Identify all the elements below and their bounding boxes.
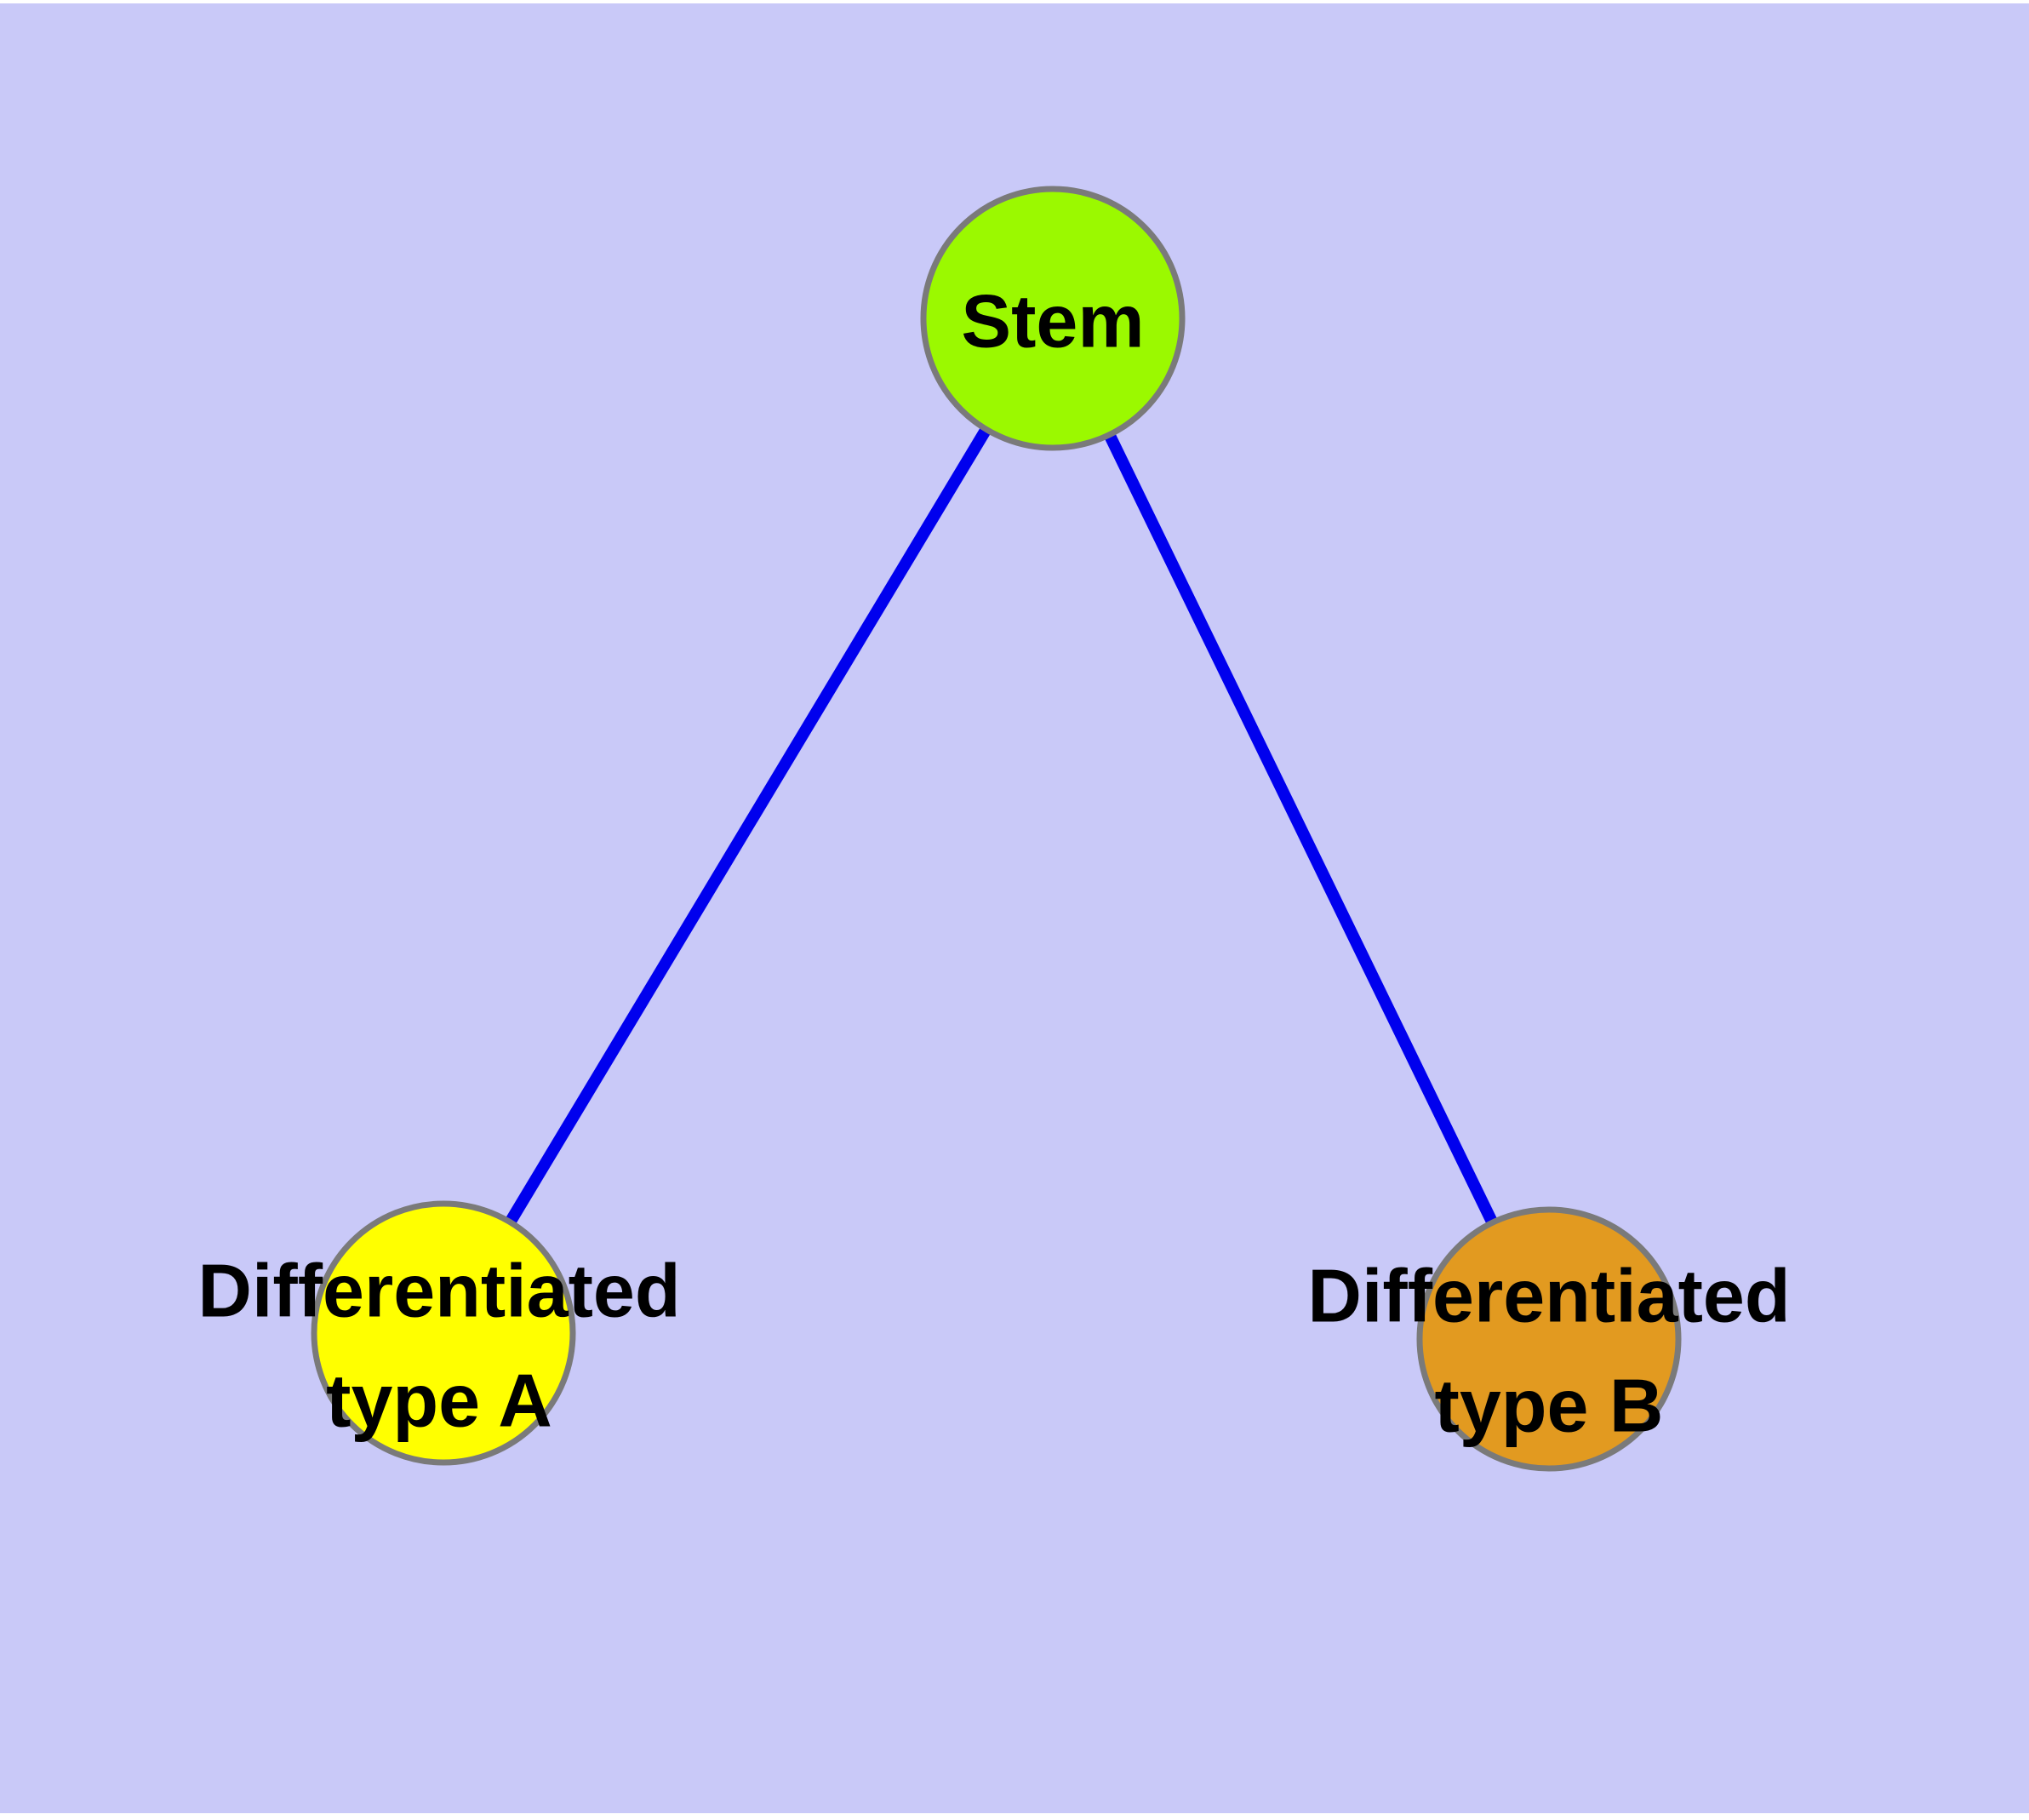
node-stem-circle xyxy=(920,186,1186,451)
edge-stem-to-type-b xyxy=(1047,315,1555,1342)
edge-stem-to-type-a xyxy=(437,315,1059,1336)
node-stem-label: Stem xyxy=(961,278,1145,363)
node-type-a-circle xyxy=(311,1200,576,1466)
node-type-a-label: Differentiated type A xyxy=(197,1248,681,1443)
node-type-b-circle xyxy=(1416,1206,1682,1472)
node-type-b-label: Differentiated type B xyxy=(1307,1253,1791,1448)
